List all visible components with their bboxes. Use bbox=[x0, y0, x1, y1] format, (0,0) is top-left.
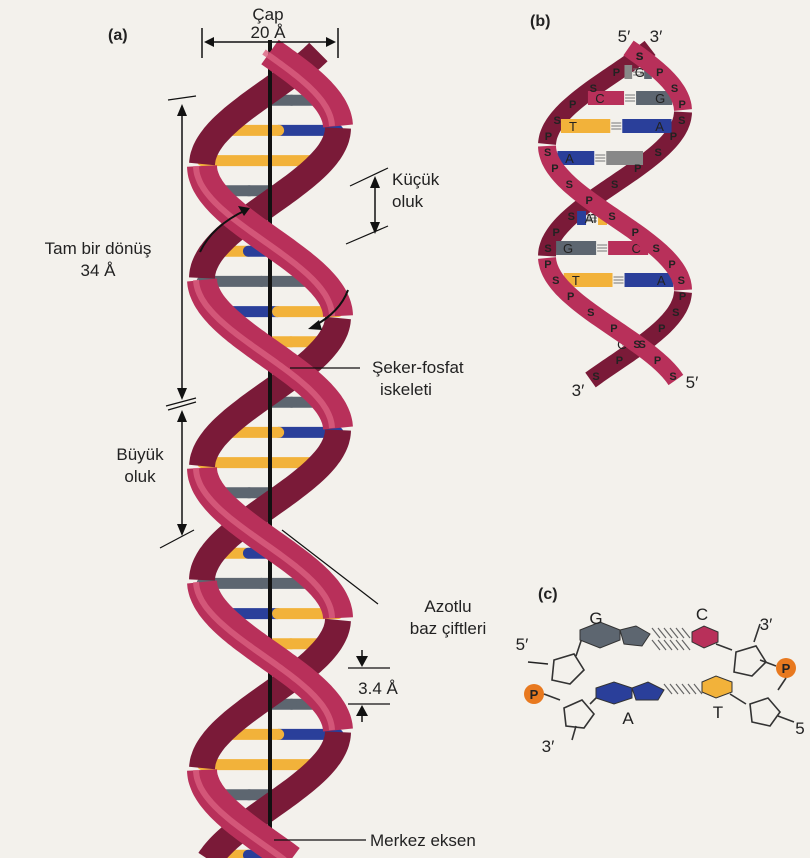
backbone-letter: P bbox=[656, 67, 663, 79]
backbone-letter: P bbox=[668, 259, 675, 271]
backbone-letter: S bbox=[608, 211, 615, 223]
base-label-g: G bbox=[589, 609, 602, 628]
backbone-letter: S bbox=[568, 211, 575, 223]
panel-label-b: (b) bbox=[530, 13, 550, 30]
svg-text:P: P bbox=[782, 661, 791, 676]
backbone-letter: P bbox=[551, 163, 558, 175]
full-turn-label: Tam bir dönüş bbox=[45, 239, 152, 258]
base-letter: G bbox=[563, 241, 573, 256]
backbone-letter: S bbox=[636, 51, 643, 63]
base-letter: A bbox=[565, 151, 574, 166]
backbone-letter: P bbox=[654, 355, 661, 367]
base-pairs-label-2: baz çiftleri bbox=[410, 619, 487, 638]
backbone-letter: S bbox=[611, 179, 618, 191]
full-turn-value: 34 Å bbox=[81, 261, 117, 280]
backbone-label: Şeker-fosfat bbox=[372, 358, 464, 377]
backbone-letter: S bbox=[671, 83, 678, 95]
axis-label: Merkez eksen bbox=[370, 831, 476, 850]
backbone-letter: S bbox=[655, 147, 662, 159]
base-letter: G bbox=[655, 91, 665, 106]
backbone-letter: S bbox=[544, 147, 551, 159]
base-pairing-detail: P P G C A T 5′ 3′ 3′ 5 bbox=[516, 605, 805, 756]
backbone-letter: S bbox=[592, 371, 599, 383]
base-letter: T bbox=[572, 273, 580, 288]
backbone-letter: S bbox=[672, 307, 679, 319]
backbone-letter: P bbox=[613, 67, 620, 79]
double-helix bbox=[196, 40, 338, 858]
backbone-letter: P bbox=[569, 99, 576, 111]
backbone-letter: S bbox=[639, 339, 646, 351]
base-letter: T bbox=[569, 119, 577, 134]
backbone-letter: S bbox=[553, 115, 560, 127]
diameter-label: Çap bbox=[252, 5, 283, 24]
base-label-c: C bbox=[696, 605, 708, 624]
backbone-letter: S bbox=[587, 307, 594, 319]
backbone-letter: S bbox=[669, 371, 676, 383]
backbone-label-2: iskeleti bbox=[380, 380, 432, 399]
base-block bbox=[625, 273, 674, 287]
backbone-letter: P bbox=[678, 99, 685, 111]
strand-end-top-left: 5′ bbox=[618, 27, 631, 46]
backbone-letter: P bbox=[553, 227, 560, 239]
minor-groove-label: Küçük bbox=[392, 170, 440, 189]
backbone-letter: P bbox=[632, 227, 639, 239]
base-letter: A bbox=[657, 273, 666, 288]
end-label-5-top: 5′ bbox=[516, 635, 529, 654]
backbone-letter: S bbox=[678, 115, 685, 127]
rise-annotation: 3.4 Å bbox=[348, 650, 399, 722]
base-label-t: T bbox=[713, 703, 723, 722]
base-block bbox=[636, 91, 672, 105]
minor-groove-label-2: oluk bbox=[392, 192, 424, 211]
backbone-letter: P bbox=[679, 291, 686, 303]
backbone-letter: S bbox=[678, 275, 685, 287]
backbone-letter: P bbox=[670, 131, 677, 143]
end-label-5-bottom: 5 bbox=[795, 719, 804, 738]
major-groove-annotation: Büyük oluk bbox=[116, 402, 196, 548]
backbone-letter: P bbox=[634, 163, 641, 175]
base-block bbox=[557, 151, 594, 165]
axis-annotation: Merkez eksen bbox=[274, 831, 476, 850]
backbone-letter: P bbox=[616, 355, 623, 367]
major-groove-label-2: oluk bbox=[124, 467, 156, 486]
panel-label-c: (c) bbox=[538, 586, 558, 603]
backbone-letter: P bbox=[658, 323, 665, 335]
svg-text:P: P bbox=[530, 687, 539, 702]
minor-groove-annotation: Küçük oluk bbox=[346, 168, 440, 244]
backbone-letter: P bbox=[585, 195, 592, 207]
base-letter: A bbox=[655, 119, 664, 134]
base-label-a: A bbox=[622, 709, 634, 728]
end-label-3-top: 3′ bbox=[760, 615, 773, 634]
sugar-ring-icon bbox=[750, 698, 780, 726]
base-block bbox=[624, 65, 632, 79]
backbone-letter: P bbox=[545, 131, 552, 143]
strand-end-bottom-right: 5′ bbox=[686, 373, 699, 392]
sugar-ring-icon bbox=[564, 700, 594, 728]
backbone-letter: P bbox=[610, 323, 617, 335]
thymine-icon bbox=[702, 676, 732, 698]
backbone-letter: P bbox=[567, 291, 574, 303]
rise-label: 3.4 Å bbox=[358, 679, 398, 698]
backbone-letter: S bbox=[552, 275, 559, 287]
sugar-ring-icon bbox=[552, 654, 584, 684]
backbone-letter: S bbox=[566, 179, 573, 191]
backbone-letter: S bbox=[652, 243, 659, 255]
backbone-letter: P bbox=[544, 259, 551, 271]
strand-end-bottom-left: 3′ bbox=[572, 381, 585, 400]
base-pairs-label: Azotlu bbox=[424, 597, 471, 616]
end-label-3-bottom: 3′ bbox=[542, 737, 555, 756]
panel-label-a: (a) bbox=[108, 27, 128, 44]
backbone-letter: S bbox=[590, 83, 597, 95]
adenine-icon bbox=[596, 682, 632, 704]
backbone-letter: S bbox=[544, 243, 551, 255]
diameter-value: 20 Å bbox=[251, 23, 287, 42]
base-block bbox=[622, 119, 671, 133]
cytosine-icon bbox=[692, 626, 718, 648]
strand-end-top-right: 3′ bbox=[650, 27, 663, 46]
full-turn-annotation: Tam bir dönüş 34 Å bbox=[45, 96, 196, 406]
major-groove-label: Büyük bbox=[116, 445, 164, 464]
